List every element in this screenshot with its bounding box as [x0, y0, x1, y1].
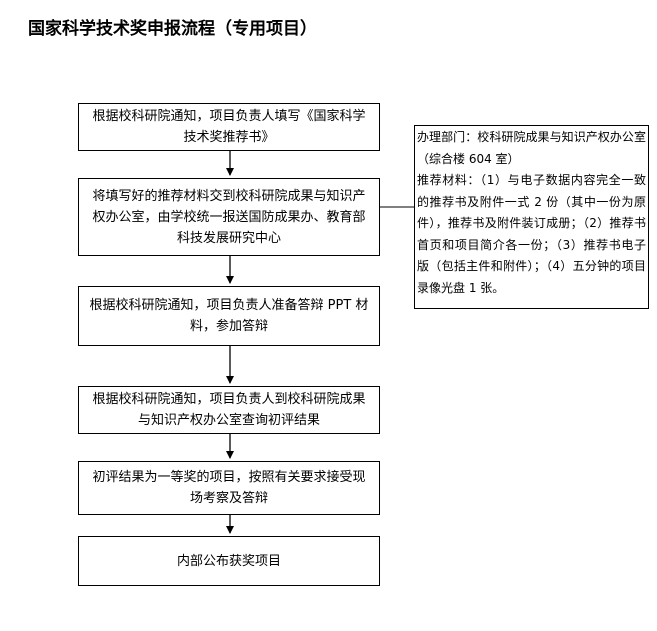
- page-title: 国家科学技术奖申报流程（专用项目）: [28, 19, 317, 39]
- flow-step-6: 内部公布获奖项目: [78, 536, 380, 586]
- note-office: 办理部门：校科研院成果与知识产权办公室（综合楼 604 室）: [417, 130, 646, 166]
- flow-step-2: 将填写好的推荐材料交到校科研院成果与知识产权办公室，由学校统一报送国防成果办、教…: [78, 178, 380, 256]
- flow-step-3: 根据校科研院通知，项目负责人准备答辩 PPT 材料，参加答辩: [78, 286, 380, 346]
- flow-step-5: 初评结果为一等奖的项目，按照有关要求接受现场考察及答辩: [78, 461, 380, 515]
- note-materials: 推荐材料：（1）与电子数据内容完全一致的推荐书及附件一式 2 份（其中一份为原件…: [417, 173, 646, 295]
- flow-step-1: 根据校科研院通知，项目负责人填写《国家科学技术奖推荐书》: [78, 103, 380, 151]
- materials-note-box: 办理部门：校科研院成果与知识产权办公室（综合楼 604 室） 推荐材料：（1）与…: [414, 125, 649, 309]
- flow-step-4: 根据校科研院通知，项目负责人到校科研院成果与知识产权办公室查询初评结果: [78, 386, 380, 434]
